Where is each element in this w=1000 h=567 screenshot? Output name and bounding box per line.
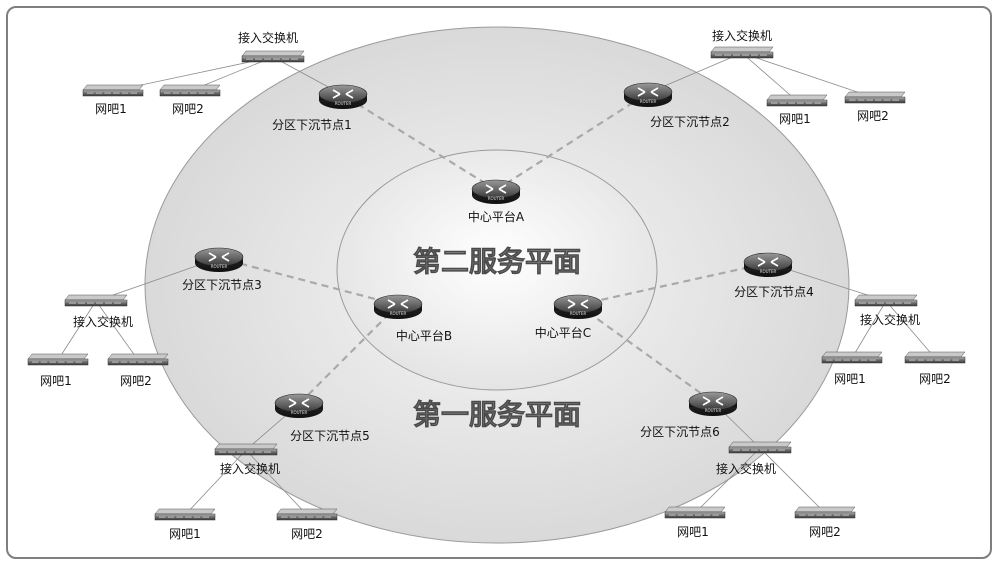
link-switch-3-netbar-2 bbox=[95, 300, 139, 361]
netbar-4-1-icon bbox=[821, 351, 883, 364]
access-switch-3-label: 接入交换机 bbox=[73, 314, 133, 329]
central-platform-b-label: 中心平台B bbox=[396, 328, 452, 343]
edge-node-2-label: 分区下沉节点2 bbox=[650, 115, 730, 129]
router-arrows-icon bbox=[485, 184, 507, 194]
netbar-1-1-icon bbox=[82, 84, 144, 97]
central-platform-a-router-icon: ROUTER bbox=[471, 179, 521, 204]
link-switch-6-netbar-2 bbox=[759, 447, 826, 514]
router-badge: ROUTER bbox=[705, 408, 722, 413]
access-switch-1-icon bbox=[241, 50, 305, 63]
netbar-4-2-icon bbox=[904, 351, 966, 364]
netbar-5-1-icon bbox=[154, 508, 216, 521]
netbar-1-2-icon bbox=[159, 84, 221, 97]
link-platform-A-node-1 bbox=[342, 94, 497, 191]
edge-node-1-label: 分区下沉节点1 bbox=[272, 118, 352, 132]
access-switch-4-label: 接入交换机 bbox=[860, 312, 920, 327]
netbar-6-1-label: 网吧1 bbox=[677, 525, 709, 539]
edge-node-5-router-icon: ROUTER bbox=[274, 393, 324, 418]
access-switch-2-icon bbox=[710, 46, 774, 59]
first-service-plane-label: 第一服务平面 bbox=[413, 398, 581, 431]
router-badge: ROUTER bbox=[291, 410, 308, 415]
link-platform-B-node-3 bbox=[218, 256, 399, 307]
edge-node-1-router-icon: ROUTER bbox=[318, 84, 368, 109]
netbar-2-2-icon bbox=[844, 91, 906, 104]
netbar-5-2-icon bbox=[276, 508, 338, 521]
access-switch-5-label: 接入交换机 bbox=[220, 461, 280, 476]
router-badge: ROUTER bbox=[570, 311, 587, 316]
link-platform-C-node-6 bbox=[577, 304, 714, 403]
edge-node-6-label: 分区下沉节点6 bbox=[640, 425, 720, 439]
netbar-2-1-label: 网吧1 bbox=[779, 112, 811, 126]
netbar-3-1-label: 网吧1 bbox=[40, 374, 72, 388]
router-badge: ROUTER bbox=[488, 196, 505, 201]
netbar-1-2-label: 网吧2 bbox=[172, 102, 204, 116]
router-arrows-icon bbox=[567, 299, 589, 309]
edge-node-6-router-icon: ROUTER bbox=[688, 391, 738, 416]
router-badge: ROUTER bbox=[335, 101, 352, 106]
edge-node-2-router-icon: ROUTER bbox=[623, 82, 673, 107]
access-switch-6-label: 接入交换机 bbox=[716, 461, 776, 476]
second-service-plane-ellipse bbox=[336, 149, 658, 391]
central-platform-c-label: 中心平台C bbox=[535, 325, 591, 340]
edge-node-4-router-icon: ROUTER bbox=[743, 252, 793, 277]
router-arrows-icon bbox=[288, 398, 310, 408]
netbar-2-1-icon bbox=[766, 94, 828, 107]
link-switch-6-netbar-1 bbox=[694, 447, 761, 514]
router-arrows-icon bbox=[332, 89, 354, 99]
netbar-1-1-label: 网吧1 bbox=[95, 102, 127, 116]
central-platform-a-label: 中心平台A bbox=[468, 209, 525, 224]
netbar-3-1-icon bbox=[27, 353, 89, 366]
link-layer bbox=[57, 52, 936, 516]
router-arrows-icon bbox=[757, 257, 779, 267]
access-switch-1-label: 接入交换机 bbox=[238, 30, 298, 45]
link-switch-2-netbar-2 bbox=[741, 52, 876, 99]
netbar-2-2-label: 网吧2 bbox=[857, 109, 889, 123]
netbar-3-2-label: 网吧2 bbox=[120, 374, 152, 388]
netbar-6-1-icon bbox=[664, 506, 726, 519]
netbar-6-2-icon bbox=[794, 506, 856, 519]
access-switch-6-icon bbox=[728, 441, 792, 454]
router-arrows-icon bbox=[637, 87, 659, 97]
edge-node-3-label: 分区下沉节点3 bbox=[182, 278, 262, 292]
edge-node-5-label: 分区下沉节点5 bbox=[290, 429, 370, 443]
router-arrows-icon bbox=[208, 252, 230, 262]
link-platform-C-node-4 bbox=[577, 261, 769, 307]
netbar-3-2-icon bbox=[107, 353, 169, 366]
second-service-plane-label: 第二服务平面 bbox=[413, 245, 581, 278]
node-layer: ROUTER 中心平台A ROUTER 中心平台B ROUTER 中心平台C ROUTER 分… bbox=[27, 28, 966, 541]
link-switch-2-netbar-1 bbox=[741, 52, 798, 102]
link-switch-4-netbar-1 bbox=[851, 300, 887, 359]
central-platform-c-router-icon: ROUTER bbox=[553, 294, 603, 319]
router-badge: ROUTER bbox=[390, 311, 407, 316]
access-switch-5-icon bbox=[214, 443, 278, 456]
router-badge: ROUTER bbox=[211, 264, 228, 269]
router-arrows-icon bbox=[387, 299, 409, 309]
access-switch-3-icon bbox=[64, 294, 128, 307]
central-platform-b-router-icon: ROUTER bbox=[373, 294, 423, 319]
link-switch-5-netbar-1 bbox=[184, 449, 247, 516]
netbar-6-2-label: 网吧2 bbox=[809, 525, 841, 539]
link-platform-A-node-2 bbox=[495, 92, 649, 191]
netbar-5-1-label: 网吧1 bbox=[169, 527, 201, 541]
netbar-4-2-label: 网吧2 bbox=[919, 372, 951, 386]
link-switch-4-netbar-2 bbox=[885, 300, 936, 359]
link-switch-3-netbar-1 bbox=[57, 300, 97, 361]
router-arrows-icon bbox=[702, 396, 724, 406]
access-switch-4-icon bbox=[854, 294, 918, 307]
edge-node-3-router-icon: ROUTER bbox=[194, 247, 244, 272]
edge-node-4-label: 分区下沉节点4 bbox=[734, 285, 814, 299]
netbar-4-1-label: 网吧1 bbox=[834, 372, 866, 386]
router-badge: ROUTER bbox=[760, 269, 777, 274]
link-switch-5-netbar-2 bbox=[245, 449, 308, 516]
netbar-5-2-label: 网吧2 bbox=[291, 527, 323, 541]
access-switch-2-label: 接入交换机 bbox=[712, 28, 772, 43]
router-badge: ROUTER bbox=[640, 99, 657, 104]
